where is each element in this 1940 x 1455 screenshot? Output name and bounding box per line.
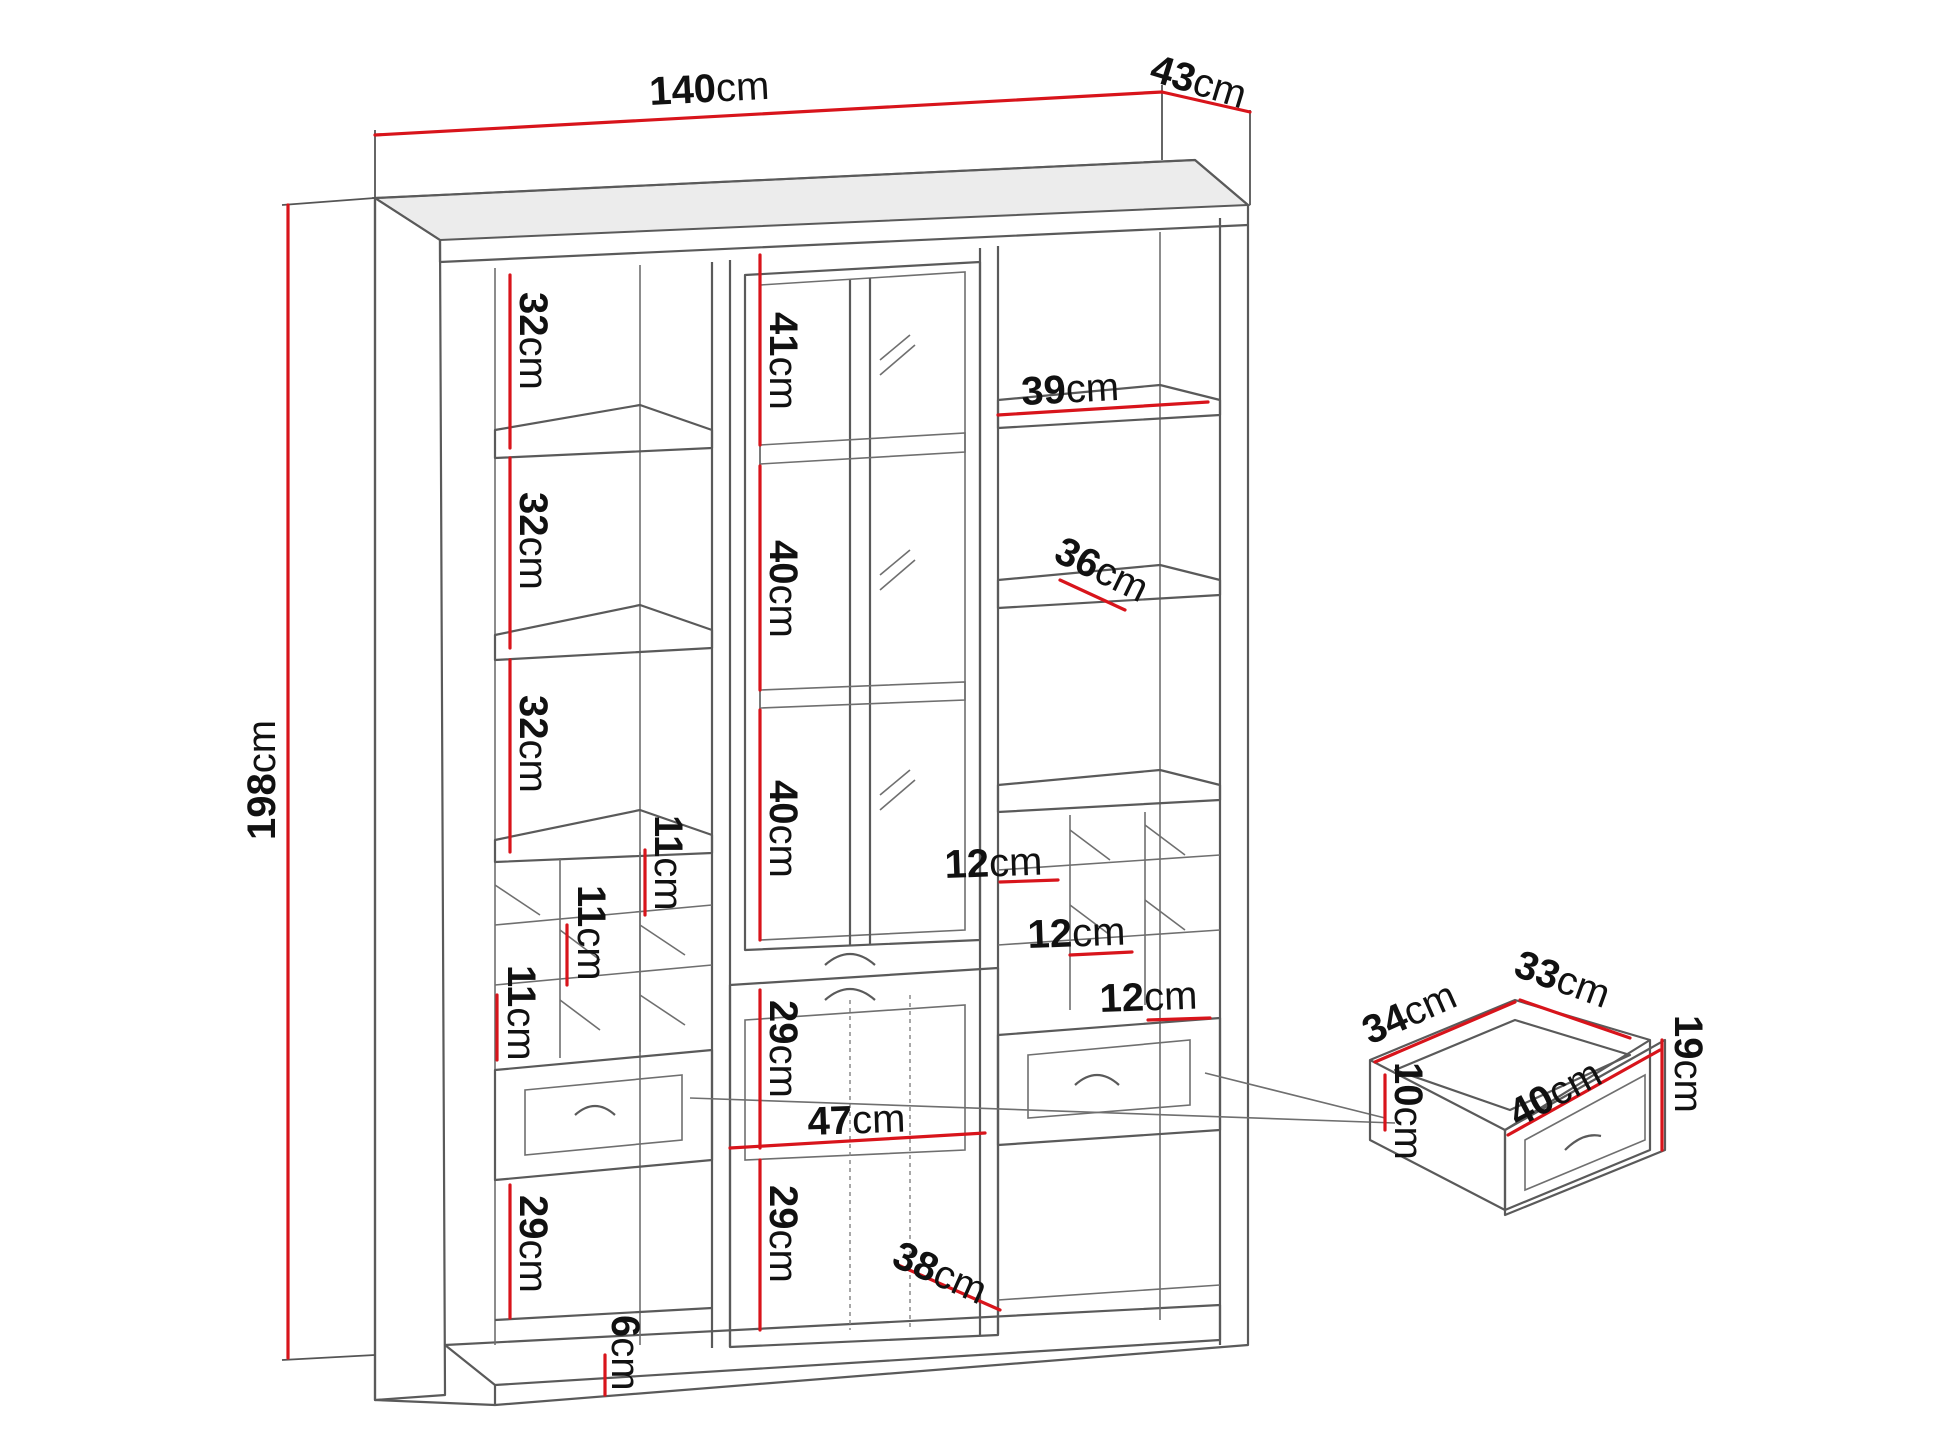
dim-line-drawer-33 [1518, 998, 1632, 1040]
center-lower-door [728, 966, 1000, 1349]
right-drawer [996, 1016, 1222, 1147]
dim-line-right-39 [996, 400, 1210, 417]
label-center-29a: 29cm [761, 1000, 805, 1098]
label-right-39: 39cm [1020, 365, 1120, 414]
dim-line-depth [1160, 90, 1252, 114]
center-shelf-1 [759, 432, 966, 465]
leader-line-left-drawer [689, 1097, 1396, 1124]
left-shelf-2 [493, 603, 714, 662]
label-center-47: 47cm [807, 1097, 906, 1144]
left-shelf-1 [493, 403, 714, 460]
label-center-38: 38cm [886, 1233, 993, 1313]
dimension-labels: 140cm 43cm 198cm 32cm 32cm 32cm 11cm 11c… [240, 47, 1710, 1391]
label-center-40b: 40cm [761, 780, 805, 878]
center-glass-door-frame [743, 260, 982, 952]
dim-line-right-12a [998, 878, 1060, 884]
label-right-12c: 12cm [1099, 974, 1198, 1021]
right-shelf-2 [996, 563, 1222, 610]
left-drawer-handle [574, 1104, 616, 1116]
label-center-29b: 29cm [761, 1185, 805, 1283]
label-drawer-34: 34cm [1356, 973, 1463, 1053]
dim-line-right-12b [1068, 950, 1134, 957]
label-plinth: 6cm [603, 1315, 647, 1391]
label-left-32b: 32cm [511, 492, 555, 590]
dim-line-right-36 [1058, 578, 1127, 612]
label-center-40a: 40cm [761, 540, 805, 638]
label-drawer-33: 33cm [1509, 942, 1616, 1017]
label-left-29: 29cm [511, 1195, 555, 1293]
dim-line-center-47 [728, 1131, 987, 1150]
label-left-11c: 11cm [499, 965, 543, 1061]
cabinet-body [371, 158, 1396, 1407]
label-left-32c: 32cm [511, 695, 555, 793]
label-center-41: 41cm [761, 312, 805, 410]
lower-door-handle [824, 987, 876, 1001]
drawer-inside [1393, 1018, 1632, 1112]
dim-line-center-38 [896, 1263, 1002, 1312]
extension-lines [281, 85, 1251, 1361]
glass-door-handle [824, 952, 876, 966]
right-shelf-1 [996, 383, 1222, 430]
drawer-front [1503, 1038, 1667, 1217]
drawer-detail [1368, 998, 1667, 1217]
drawer-box [1368, 998, 1652, 1212]
label-width: 140cm [648, 64, 770, 114]
center-shelf-2 [759, 681, 966, 709]
dim-line-width [373, 90, 1164, 137]
leader-line-right-drawer [1204, 1072, 1386, 1119]
dimension-lines [286, 90, 1664, 1397]
label-right-12b: 12cm [1027, 910, 1126, 957]
label-left-11a: 11cm [646, 815, 690, 911]
label-drawer-10: 10cm [1386, 1062, 1430, 1160]
cabinet-top-surface [371, 158, 1251, 242]
left-shelf-3 [493, 808, 714, 864]
dim-line-right-12c [1146, 1016, 1212, 1022]
plinth [443, 1303, 1222, 1387]
left-side-panel [373, 196, 447, 1402]
label-right-12a: 12cm [944, 840, 1043, 887]
label-left-32a: 32cm [511, 292, 555, 390]
dim-line-drawer-40 [1506, 1048, 1662, 1137]
label-height: 198cm [240, 720, 284, 840]
detail-drawer-handle [1564, 1134, 1602, 1151]
left-drawer [493, 1048, 714, 1182]
label-left-11b: 11cm [569, 885, 613, 981]
right-drawer-handle [1074, 1073, 1120, 1086]
dim-line-drawer-34 [1373, 1000, 1517, 1064]
cabinet-outline [373, 158, 1250, 1407]
right-shelf-3 [996, 768, 1222, 814]
label-drawer-19: 19cm [1666, 1015, 1710, 1113]
